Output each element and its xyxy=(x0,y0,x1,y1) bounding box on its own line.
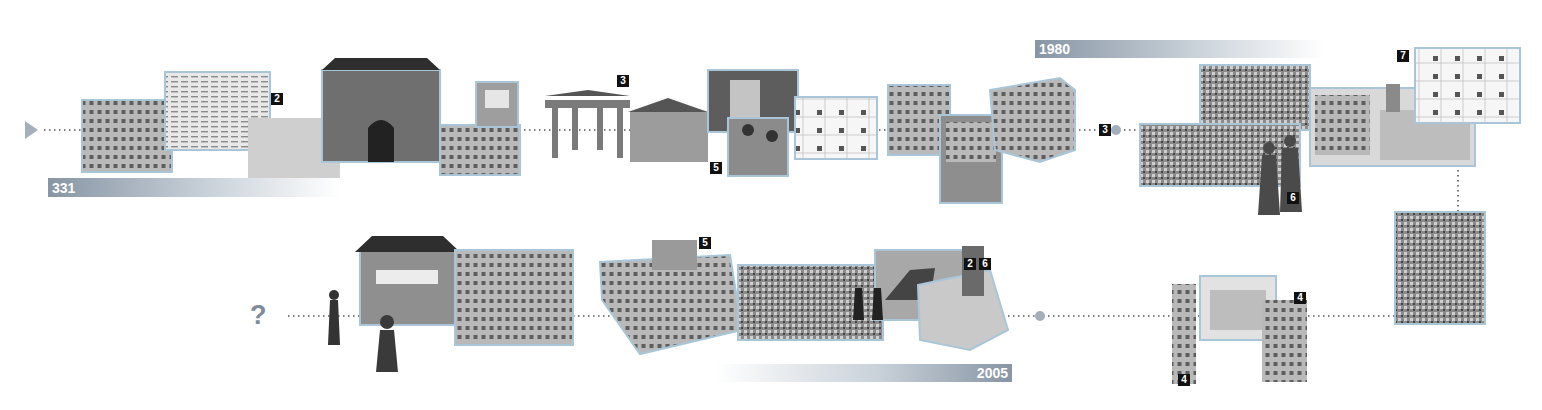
year-label: 2005 xyxy=(977,365,1008,381)
question-mark: ? xyxy=(250,300,267,330)
year-band: 2005 xyxy=(715,364,1012,382)
year-label: 1980 xyxy=(1039,41,1070,57)
callout-number: 5 xyxy=(710,162,722,174)
callout-number: 2 xyxy=(964,258,976,270)
year-band: 1980 xyxy=(1035,40,1325,58)
callout-number: 6 xyxy=(1287,192,1299,204)
year-label: 331 xyxy=(52,180,75,196)
callout-number: 2 xyxy=(271,93,283,105)
callout-number: 4 xyxy=(1178,374,1190,386)
callout-number: 5 xyxy=(699,237,711,249)
callout-number: 3 xyxy=(617,75,629,87)
callout-number: 3 xyxy=(1099,124,1111,136)
callout-number: 4 xyxy=(1294,292,1306,304)
year-band: 331 xyxy=(48,178,340,197)
callout-number: 7 xyxy=(1397,50,1409,62)
callout-number: 6 xyxy=(979,258,991,270)
